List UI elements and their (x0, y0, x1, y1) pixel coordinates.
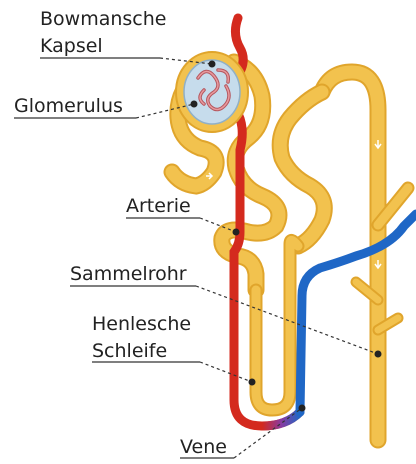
glomerulus-label: Glomerulus (14, 95, 123, 117)
bowman-label-line2: Kapsel (40, 35, 103, 57)
henle-label-line1: Henlesche (92, 313, 191, 335)
distal-tubule (280, 92, 324, 246)
bowman-label-line1: Bowmansche (40, 8, 166, 30)
label-bowman-capsule: Bowmansche Kapsel (40, 8, 216, 68)
henle-label-line2: Schleife (92, 340, 167, 362)
arterie-label: Arterie (126, 195, 191, 217)
sammelrohr-label: Sammelrohr (70, 263, 187, 285)
vene-label: Vene (180, 436, 227, 458)
